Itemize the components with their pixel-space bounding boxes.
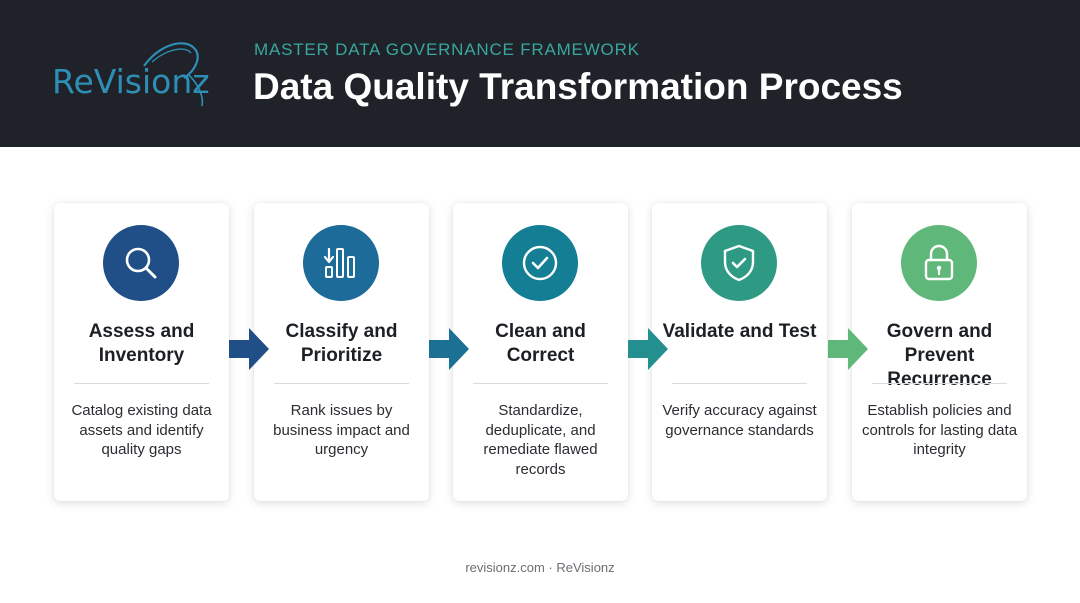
step-icon-circle xyxy=(901,225,977,301)
flow-arrow-icon xyxy=(828,328,868,370)
logo-swoosh-icon xyxy=(143,42,204,107)
step-card-classify: Classify and Prioritize Rank issues by b… xyxy=(254,203,429,501)
step-card-govern: Govern and Prevent Recurrence Establish … xyxy=(852,203,1027,501)
lock-icon xyxy=(924,244,954,281)
flow-arrow-icon xyxy=(429,328,469,370)
step-description: Establish policies and controls for last… xyxy=(861,402,1018,458)
logo-text: ReVisionz xyxy=(52,62,210,101)
step-title: Classify and Prioritize xyxy=(285,321,398,366)
magnifier-icon xyxy=(125,247,157,279)
step-icon-circle xyxy=(502,225,578,301)
step-card-clean: Clean and Correct Standardize, deduplica… xyxy=(453,203,628,501)
page-title: Data Quality Transformation Process xyxy=(253,66,903,107)
step-title: Clean and Correct xyxy=(495,321,586,366)
step-card-validate: Validate and Test Verify accuracy agains… xyxy=(652,203,827,501)
divider xyxy=(274,383,409,384)
header-eyebrow: MASTER DATA GOVERNANCE FRAMEWORK xyxy=(254,40,640,59)
divider xyxy=(872,383,1007,384)
divider xyxy=(473,383,608,384)
step-card-assess: Assess and Inventory Catalog existing da… xyxy=(54,203,229,501)
step-icon-circle xyxy=(303,225,379,301)
step-description: Verify accuracy against governance stand… xyxy=(662,402,817,439)
step-title: Assess and Inventory xyxy=(88,321,195,366)
header-banner: ReVisionz MASTER DATA GOVERNANCE FRAMEWO… xyxy=(0,0,1080,147)
bar-chart-sort-icon xyxy=(323,247,355,278)
brand-logo: ReVisionz xyxy=(52,40,222,110)
footer-text: revisionz.com · ReVisionz xyxy=(465,560,615,575)
shield-check-icon xyxy=(723,244,755,282)
step-description: Standardize, deduplicate, and remediate … xyxy=(483,402,598,478)
step-title: Validate and Test xyxy=(662,321,817,342)
divider xyxy=(74,383,209,384)
flow-arrow-icon xyxy=(229,328,269,370)
step-icon-circle xyxy=(103,225,179,301)
step-icon-circle xyxy=(701,225,777,301)
step-description: Catalog existing data assets and identif… xyxy=(71,402,212,458)
step-description: Rank issues by business impact and urgen… xyxy=(273,402,410,458)
step-title: Govern and Prevent Recurrence xyxy=(886,321,993,390)
divider xyxy=(672,383,807,384)
check-circle-icon xyxy=(522,245,558,281)
flow-arrow-icon xyxy=(628,328,668,370)
